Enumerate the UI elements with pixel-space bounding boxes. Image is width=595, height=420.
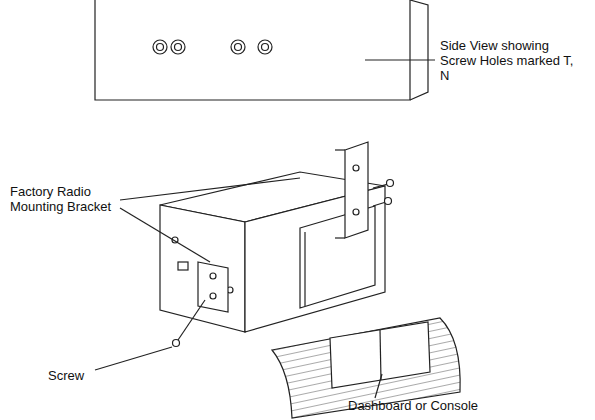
screws-right — [373, 180, 394, 207]
part-label: Dashboard or Console — [348, 398, 498, 413]
screw-holes — [153, 40, 272, 54]
leader-line — [120, 178, 300, 200]
leader-line — [365, 59, 435, 60]
view-note: Side View showing Screw Holes marked T, … — [440, 38, 580, 83]
screw-left — [173, 300, 206, 347]
part-label: Screw — [48, 368, 108, 383]
mounting-bracket-right — [335, 142, 368, 238]
part-label: Factory Radio Mounting Bracket — [10, 184, 118, 214]
side-view-panel — [95, 0, 410, 100]
leader-line — [120, 208, 210, 262]
side-view-end — [410, 0, 428, 100]
leader-line — [95, 347, 172, 370]
